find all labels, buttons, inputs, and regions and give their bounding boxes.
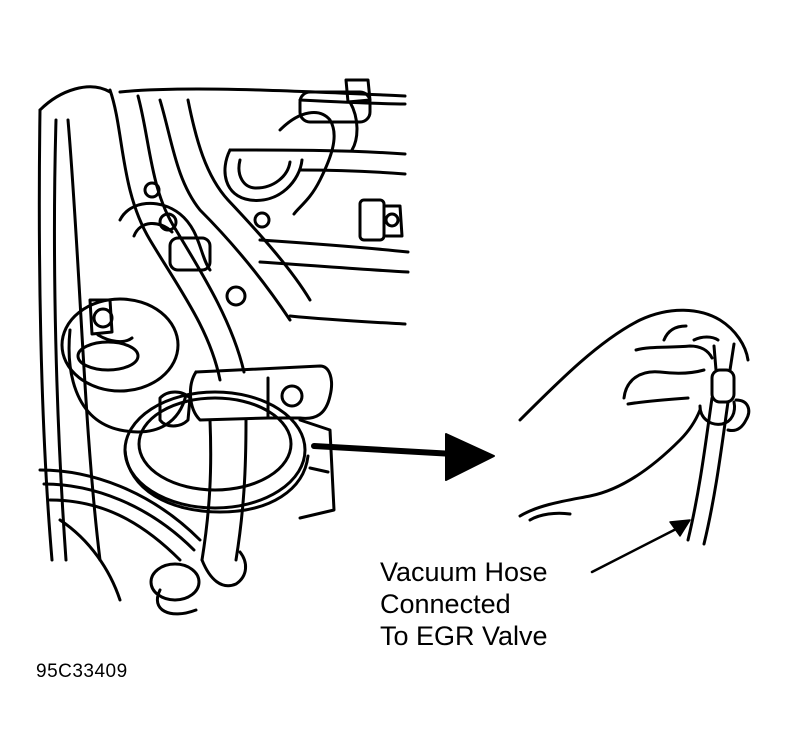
callout-leader — [590, 519, 691, 574]
callout-line-1: Vacuum Hose — [380, 557, 548, 587]
figure-id: 95C33409 — [36, 661, 128, 682]
callout-line-2: Connected — [380, 589, 511, 619]
callout-label: Vacuum Hose Connected To EGR Valve — [380, 556, 548, 652]
engine-compartment — [37, 78, 410, 616]
hand-with-hose — [518, 308, 751, 546]
callout-line-3: To EGR Valve — [380, 621, 548, 651]
direction-arrow — [311, 433, 495, 481]
